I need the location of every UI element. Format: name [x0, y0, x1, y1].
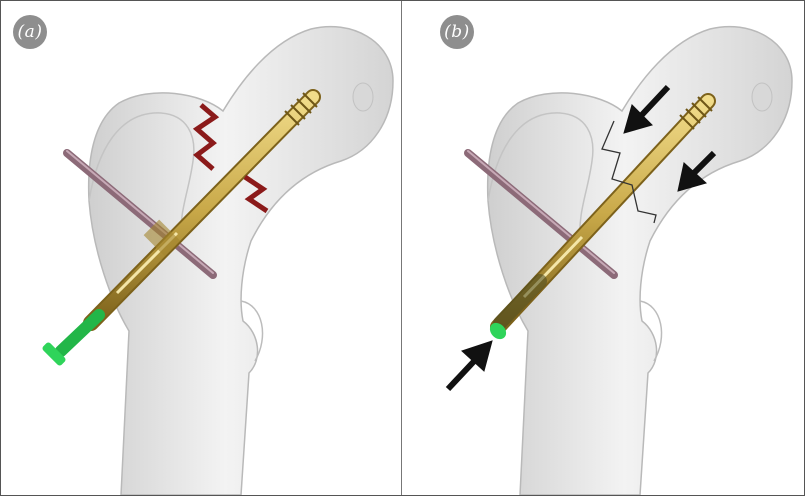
panel-a-label: (a) — [13, 15, 47, 49]
femur-bone — [488, 27, 792, 495]
end-cap — [41, 315, 99, 367]
panel-b: (b) — [402, 1, 804, 495]
panel-b-illustration — [402, 1, 804, 495]
panel-a-illustration — [1, 1, 401, 495]
panel-b-label: (b) — [440, 15, 474, 49]
panel-a: (a) — [1, 1, 401, 495]
femur-bone — [89, 27, 393, 495]
